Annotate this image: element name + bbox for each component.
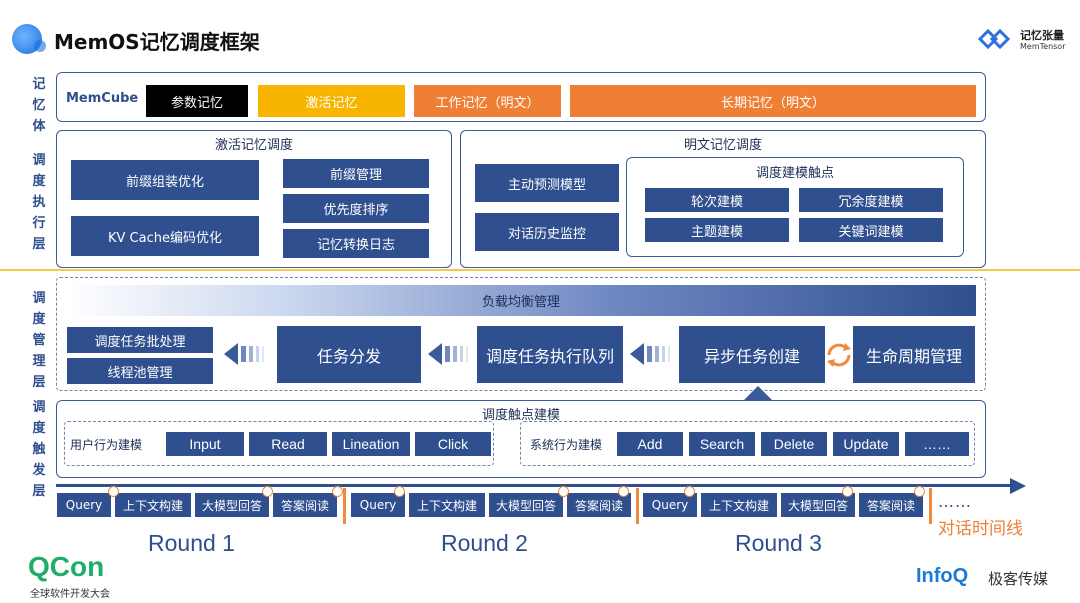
r3-context: 上下文构建 (700, 492, 778, 518)
memcube-activation: 激活记忆 (258, 85, 405, 117)
user-read: Read (248, 431, 328, 457)
r2-llm: 大模型回答 (488, 492, 564, 518)
r3-llm: 大模型回答 (780, 492, 856, 518)
arrow-left-icon-2 (428, 343, 472, 365)
infoq-logo: InfoQ (916, 565, 969, 587)
round-separator-3 (929, 488, 932, 524)
plaintext-title: 明文记忆调度 (683, 138, 762, 153)
task-dispatch: 任务分发 (276, 325, 422, 384)
system-behavior-label: 系统行为建模 (530, 438, 603, 452)
r3-ring-1 (684, 486, 695, 497)
activation-prefix-assembly: 前缀组装优化 (70, 159, 260, 201)
trigger-keyword-model: 关键词建模 (798, 217, 944, 243)
r3-read: 答案阅读 (858, 492, 924, 518)
side-label-exec-layer: 调度执行层 (32, 153, 46, 252)
timeline-ellipsis: …… (938, 492, 972, 511)
system-search: Search (688, 431, 756, 457)
r1-llm: 大模型回答 (194, 492, 270, 518)
system-add: Add (616, 431, 684, 457)
r2-ring-2 (558, 486, 569, 497)
round-separator-1 (343, 488, 346, 524)
management-panel (56, 277, 986, 391)
r1-context: 上下文构建 (114, 492, 192, 518)
memcube-longterm: 长期记忆（明文） (570, 85, 976, 117)
activation-prefix-mgmt: 前缀管理 (282, 158, 430, 189)
trigger-points-title: 调度建模触点 (755, 166, 834, 181)
timeline-arrowhead-icon (1010, 478, 1026, 494)
r1-query: Query (56, 492, 112, 518)
activation-kv-cache: KV Cache编码优化 (70, 215, 260, 257)
memtensor-logo-icon (977, 28, 1016, 54)
side-label-mgmt-layer: 调度管理层 (32, 291, 46, 390)
activation-title: 激活记忆调度 (214, 138, 293, 153)
r2-context: 上下文构建 (408, 492, 486, 518)
r3-ring-3 (914, 486, 925, 497)
activation-priority: 优先度排序 (282, 193, 430, 224)
side-label-memory-body: 记忆体 (32, 77, 46, 134)
r2-ring-1 (394, 486, 405, 497)
arrow-left-icon-3 (630, 343, 674, 365)
user-click: Click (414, 431, 492, 457)
qcon-sub: 全球软件开发大会 (30, 589, 110, 600)
r1-read: 答案阅读 (272, 492, 338, 518)
memcube-param: 参数记忆 (146, 85, 248, 117)
infoq-sub: 极客传媒 (988, 570, 1049, 588)
round-2-label: Round 2 (441, 530, 528, 556)
round-3-label: Round 3 (735, 530, 822, 556)
trigger-topic-model: 主题建模 (644, 217, 790, 243)
memtensor-brand-sub: MemTensor (1020, 42, 1066, 51)
trigger-round-model: 轮次建模 (644, 187, 790, 213)
r3-ring-2 (842, 486, 853, 497)
qcon-logo: QCon (28, 551, 105, 582)
batch-processing: 调度任务批处理 (66, 326, 214, 354)
trigger-model-title: 调度触点建模 (481, 408, 560, 423)
plaintext-predict-model: 主动预测模型 (474, 163, 620, 203)
timeline-axis-label: 对话时间线 (938, 519, 1023, 539)
cycle-icon (824, 342, 854, 372)
async-task-create: 异步任务创建 (678, 325, 826, 384)
page-title: MemOS记忆调度框架 (54, 30, 260, 54)
system-behavior-panel (520, 421, 975, 466)
r1-ring-2 (262, 486, 273, 497)
round-1-label: Round 1 (148, 530, 235, 556)
side-label-trigger-layer: 调度触发层 (32, 400, 46, 499)
round-separator-2 (636, 488, 639, 524)
activation-log: 记忆转换日志 (282, 228, 430, 259)
trigger-redundancy-model: 冗余度建模 (798, 187, 944, 213)
plaintext-history-monitor: 对话历史监控 (474, 212, 620, 252)
r2-ring-3 (618, 486, 629, 497)
memcube-working: 工作记忆（明文） (414, 85, 561, 117)
system-delete: Delete (760, 431, 828, 457)
user-behavior-panel (64, 421, 494, 466)
r1-ring-1 (108, 486, 119, 497)
task-exec-queue: 调度任务执行队列 (476, 325, 624, 384)
system-more: …… (904, 431, 970, 457)
threadpool-mgmt: 线程池管理 (66, 357, 214, 385)
load-balance-bar: 负载均衡管理 (66, 285, 976, 316)
system-update: Update (832, 431, 900, 457)
r1-ring-3 (332, 486, 343, 497)
user-lineation: Lineation (331, 431, 411, 457)
user-input: Input (165, 431, 245, 457)
header-logo-dot-small (34, 40, 46, 52)
layer-divider (0, 269, 1080, 271)
user-behavior-label: 用户行为建模 (70, 438, 143, 452)
memcube-label: MemCube (66, 91, 139, 106)
arrow-left-icon-1 (224, 343, 268, 365)
timeline-axis (56, 484, 1014, 487)
lifecycle-mgmt: 生命周期管理 (852, 325, 976, 384)
memtensor-brand-name: 记忆张量 (1020, 29, 1064, 42)
